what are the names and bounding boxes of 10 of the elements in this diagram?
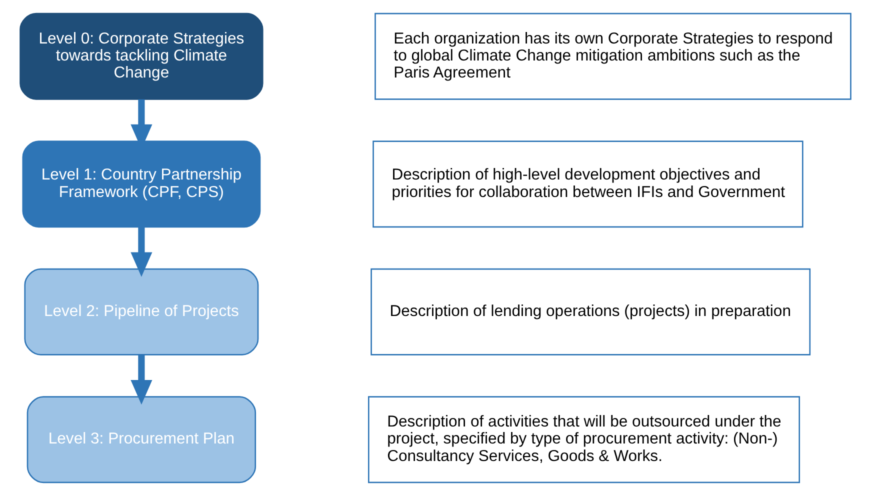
node-box: Level 2: Pipeline of Projects <box>24 268 258 356</box>
node-box: Description of high-level development objectives and priorities for collaboration between IFIs and Government <box>372 140 803 228</box>
node-box: Each organization has its own Corporate Strategies to respond to global Climate Change mitigation ambitions such as the Paris Agreement <box>374 12 851 100</box>
node-box: Description of activities that will be outsourced under the project, specified by type of procurement activity: (Non-) Consultancy Services, Goods & Works. <box>368 396 800 484</box>
node-box: Level 1: Country Partnership Framework (CPF, CPS) <box>22 140 260 228</box>
node-box: Description of lending operations (projects) in preparation <box>370 268 810 356</box>
node-box: Level 3: Procurement Plan <box>26 396 256 484</box>
arrow <box>130 354 152 405</box>
node-box: Level 0: Corporate Strategies towards tackling Climate Change <box>19 12 263 100</box>
arrow <box>130 227 152 277</box>
